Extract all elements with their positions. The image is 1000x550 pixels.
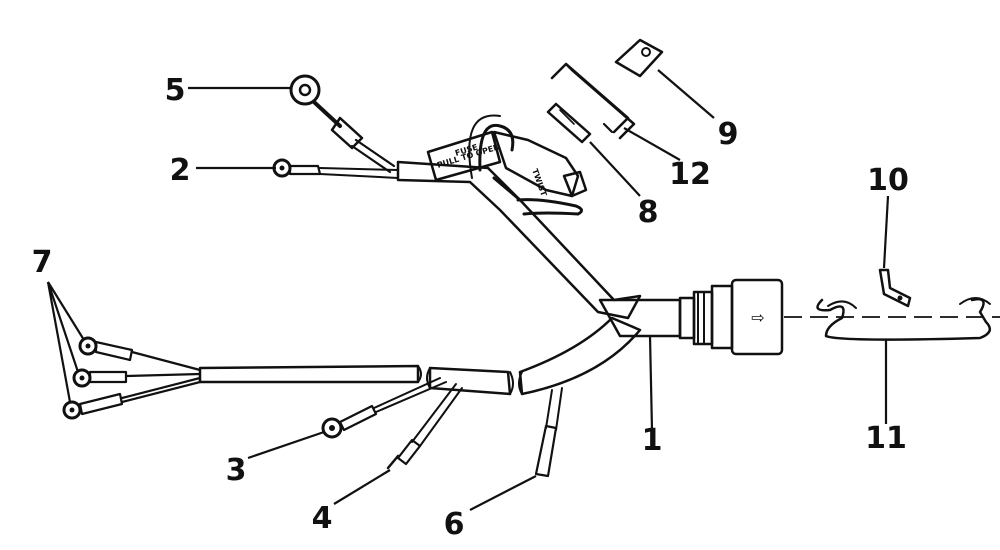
callout-2: 2 xyxy=(170,153,191,188)
harness-connector-plug: ⇨ xyxy=(678,278,784,356)
callout-9: 9 xyxy=(718,117,739,152)
connector-arrow-icon: ⇨ xyxy=(751,308,764,327)
callout-7: 7 xyxy=(32,245,53,280)
part-8-fuse xyxy=(546,102,592,144)
part-9-clip xyxy=(614,38,664,78)
callout-11: 11 xyxy=(865,421,907,456)
leader-lines xyxy=(46,69,890,511)
part-12-bracket xyxy=(550,62,636,140)
harness-main-trunk xyxy=(198,160,682,396)
callout-3: 3 xyxy=(226,453,247,488)
wire-5-ring-terminal xyxy=(289,74,396,174)
callout-1: 1 xyxy=(642,423,663,458)
wire-3-ring-terminal xyxy=(321,377,447,439)
fuse-holder: FUSE PULL TO OPEN TWIST xyxy=(426,114,588,216)
callout-4: 4 xyxy=(312,501,333,536)
callout-5: 5 xyxy=(165,73,186,108)
part-10-clamp xyxy=(878,268,912,308)
wire-7-terminal-group xyxy=(62,336,202,420)
callout-8: 8 xyxy=(638,195,659,230)
part-11-bracket xyxy=(816,297,992,341)
wire-6-terminal xyxy=(534,387,563,478)
wire-2-ring-terminal xyxy=(272,158,399,179)
callout-12: 12 xyxy=(669,157,711,192)
callout-10: 10 xyxy=(867,163,909,198)
wire-4-bullet-terminal xyxy=(386,383,463,470)
callout-6: 6 xyxy=(444,507,465,542)
